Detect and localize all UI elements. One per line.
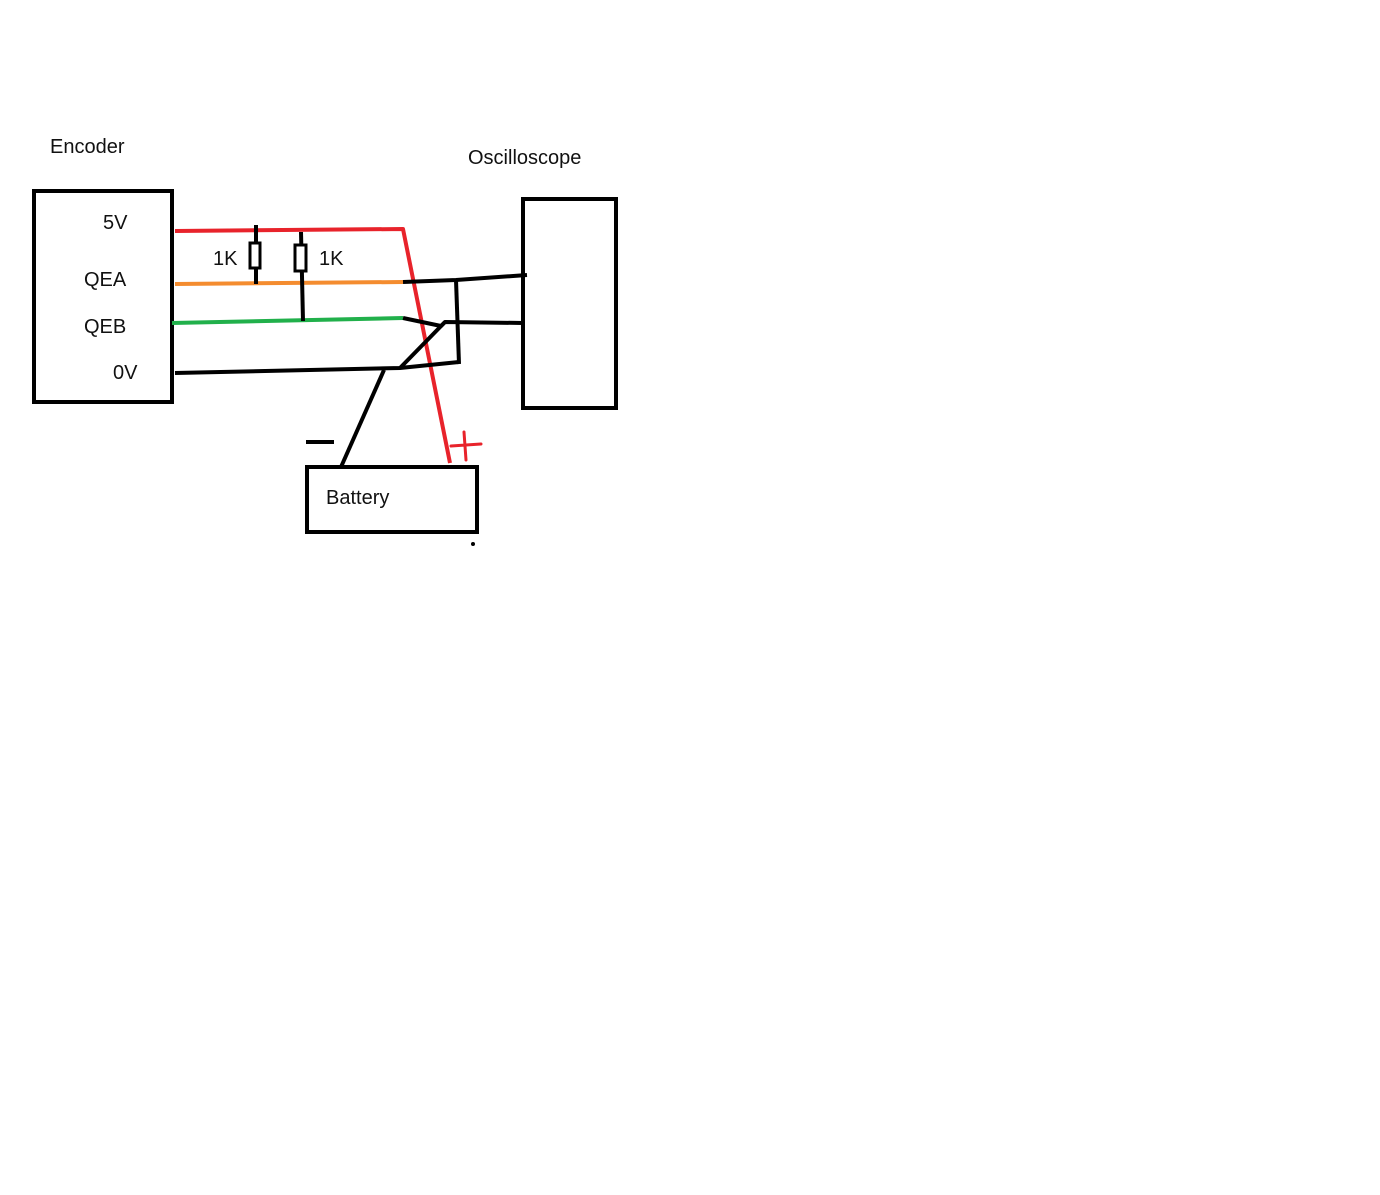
- encoder-pin-0v: 0V: [113, 362, 138, 384]
- oscilloscope-title: Oscilloscope: [468, 147, 581, 169]
- encoder-pin-5v: 5V: [103, 212, 128, 234]
- resistor-2-label: 1K: [319, 248, 344, 270]
- wire-qea: [174, 280, 404, 286]
- battery-label: Battery: [326, 487, 389, 509]
- wire-scope-common: [454, 279, 461, 365]
- resistor-1-label: 1K: [213, 248, 238, 270]
- wire-qea-to-scope: [402, 273, 528, 284]
- wire-0v: [174, 360, 460, 375]
- resistor-1: [248, 241, 262, 270]
- oscilloscope-box: [521, 197, 618, 410]
- stray-dot: [471, 542, 475, 546]
- battery-box: [305, 465, 479, 534]
- wire-5v: [174, 227, 452, 464]
- encoder-pin-qeb: QEB: [84, 316, 126, 338]
- wire-cross: [398, 320, 447, 370]
- encoder-pin-qea: QEA: [84, 269, 127, 291]
- wire-battery-negative: [339, 369, 386, 468]
- wire-qeb: [171, 316, 404, 325]
- resistor-2: [293, 243, 308, 273]
- encoder-box: [32, 189, 174, 404]
- encoder-title: Encoder: [50, 136, 125, 158]
- battery-plus-sign: [449, 430, 483, 462]
